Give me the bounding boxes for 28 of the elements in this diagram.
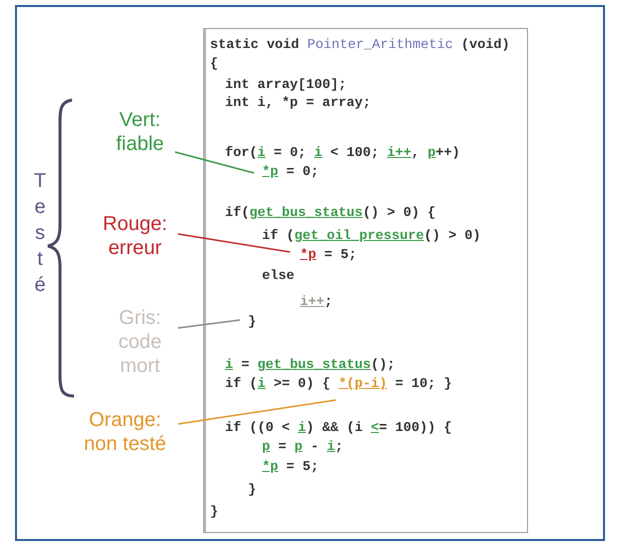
code-line: static void Pointer_Arithmetic (void)	[210, 38, 510, 54]
code-line: i = get_bus_status();	[225, 358, 396, 374]
leader-line	[178, 319, 240, 329]
code-line: i++;	[300, 295, 332, 311]
vertical-label: Testé	[28, 170, 52, 300]
leader-line	[178, 233, 290, 253]
leader-line	[174, 151, 254, 174]
code-line: *p = 5;	[262, 460, 319, 476]
code-line: *p = 0;	[262, 165, 319, 181]
code-line: for(i = 0; i < 100; i++, p++)	[225, 146, 460, 162]
code-line: }	[248, 483, 256, 499]
code-line: else	[262, 269, 294, 285]
annotation-label: Gris: code mort	[100, 306, 180, 378]
code-line: if(get_bus_status() > 0) {	[225, 206, 436, 222]
code-line: if ((0 < i) && (i <= 100)) {	[225, 421, 452, 437]
code-line: int array[100];	[225, 78, 347, 94]
annotation-label: Rouge: erreur	[90, 212, 180, 260]
code-line: if (i >= 0) { *(p-i) = 10; }	[225, 377, 452, 393]
code-line: p = p - i;	[262, 440, 344, 456]
code-line: if (get_oil_pressure() > 0)	[262, 229, 481, 245]
code-line: *p = 5;	[300, 248, 357, 264]
code-line: {	[210, 57, 218, 73]
code-line: int i, *p = array;	[225, 96, 371, 112]
code-line: }	[210, 505, 218, 521]
annotation-label: Orange: non testé	[70, 408, 180, 456]
leader-line	[178, 399, 336, 425]
annotation-label: Vert: fiable	[100, 108, 180, 156]
code-line: }	[248, 315, 256, 331]
